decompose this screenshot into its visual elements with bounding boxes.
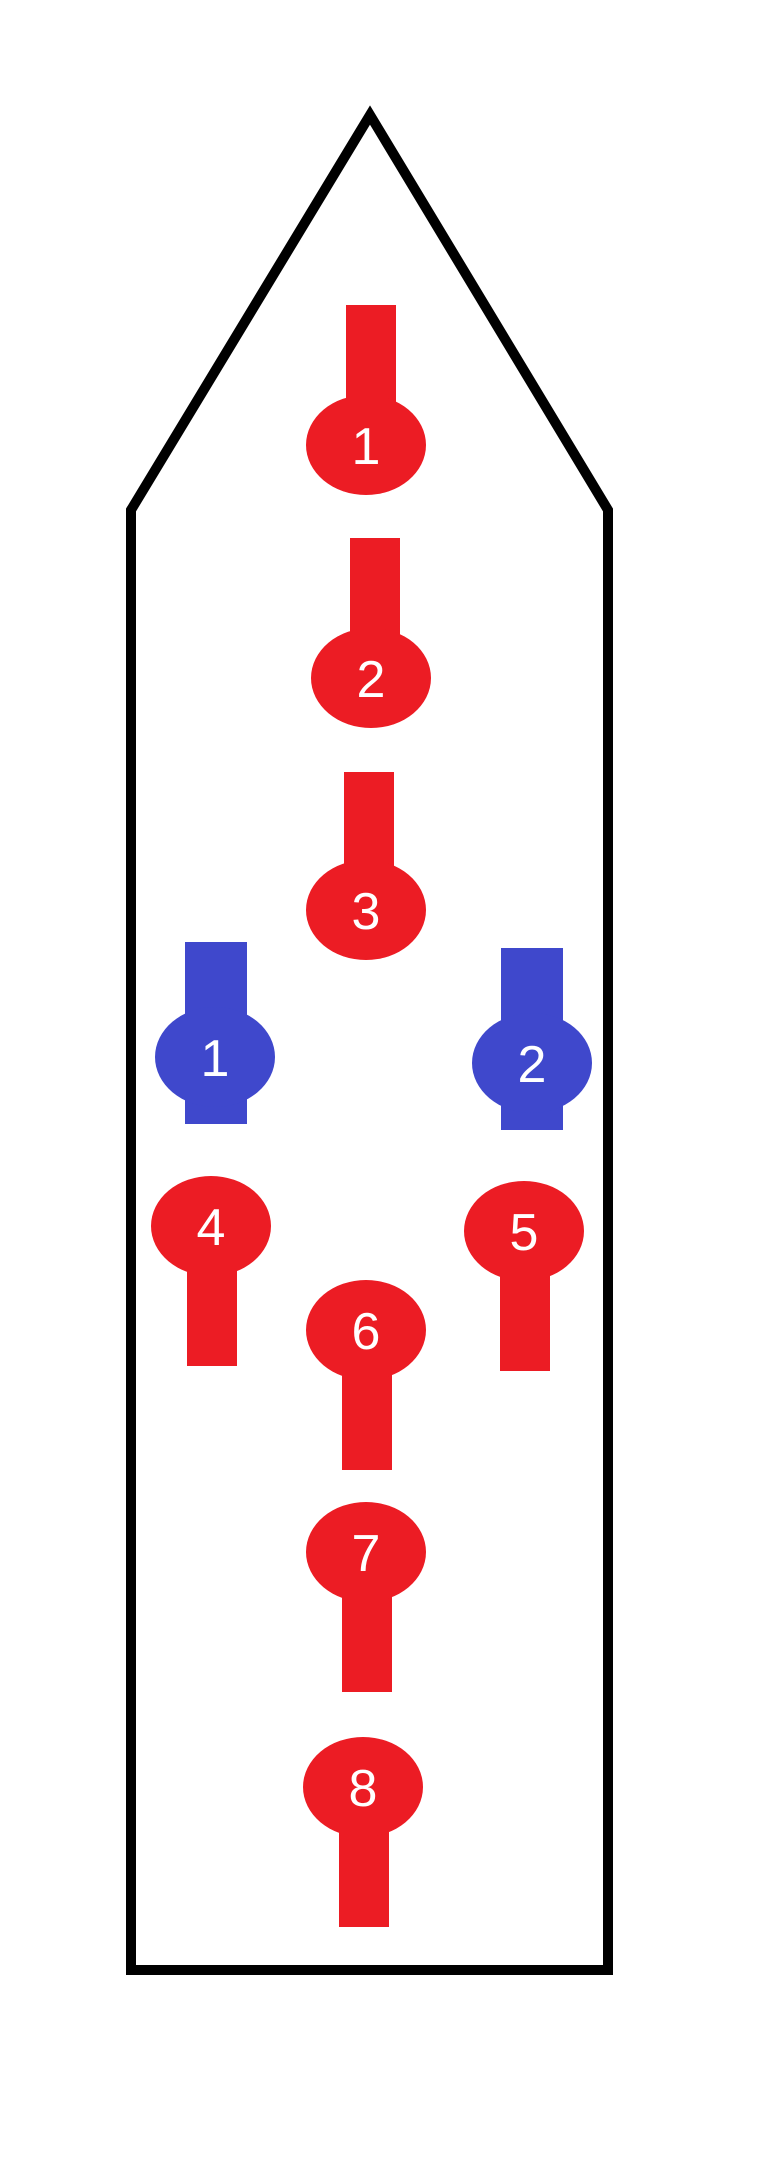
marker-red-8: 8 (303, 1737, 423, 1927)
marker-label: 8 (349, 1760, 378, 1818)
marker-red-1: 1 (306, 305, 426, 495)
marker-head (306, 395, 426, 495)
marker-red-3: 3 (306, 772, 426, 960)
marker-label: 2 (357, 651, 386, 709)
marker-head (151, 1176, 271, 1276)
marker-label: 6 (352, 1303, 381, 1361)
marker-label: 4 (197, 1199, 226, 1257)
marker-label: 3 (352, 883, 381, 941)
marker-red-5: 5 (464, 1181, 584, 1371)
boat-hull-outline (126, 105, 613, 1975)
marker-label: 1 (352, 418, 381, 476)
marker-label: 1 (201, 1030, 230, 1088)
markers-layer: 1 2 3 1 2 4 5 6 7 8 (151, 305, 592, 1927)
marker-head (306, 1280, 426, 1380)
marker-head (306, 1502, 426, 1602)
marker-label: 2 (518, 1036, 547, 1094)
marker-label: 5 (510, 1204, 539, 1262)
marker-red-2: 2 (311, 538, 431, 728)
marker-head (472, 1013, 592, 1113)
marker-blue-2: 2 (472, 948, 592, 1130)
marker-head (464, 1181, 584, 1281)
marker-red-7: 7 (306, 1502, 426, 1692)
marker-head (155, 1007, 275, 1107)
marker-head (303, 1737, 423, 1837)
marker-label: 7 (352, 1525, 381, 1583)
marker-blue-1: 1 (155, 942, 275, 1124)
marker-head (306, 860, 426, 960)
marker-head (311, 628, 431, 728)
marker-red-4: 4 (151, 1176, 271, 1366)
marker-red-6: 6 (306, 1280, 426, 1470)
